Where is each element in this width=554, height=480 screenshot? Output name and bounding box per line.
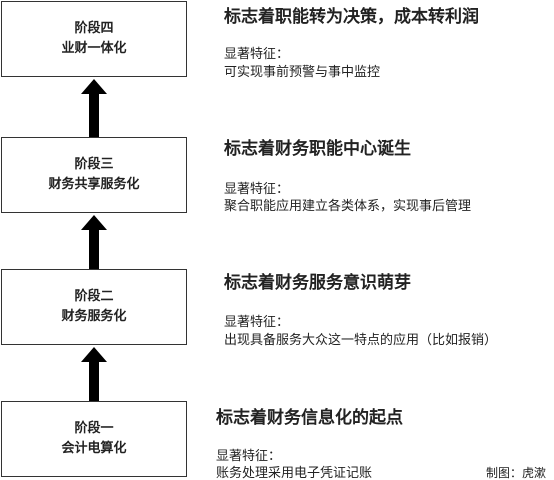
arrow-up-shape bbox=[81, 215, 107, 269]
stage-3-feature-label: 显著特征： bbox=[224, 182, 290, 197]
stage-box-4: 阶段四 业财一体化 bbox=[1, 1, 187, 77]
stage-1-title: 标志着财务信息化的起点 bbox=[216, 408, 403, 428]
arrow-up-icon bbox=[0, 79, 188, 137]
credit-text: 制图：虎漱 bbox=[486, 466, 547, 480]
stage-box-label: 阶段三 bbox=[74, 157, 114, 172]
stage-3-feature-text: 聚合职能应用建立各类体系，实现事后管理 bbox=[224, 199, 472, 214]
stage-box-label: 阶段一 bbox=[74, 421, 114, 436]
arrow-up-icon bbox=[0, 347, 188, 401]
stage-4-feature-text: 可实现事前预警与事中监控 bbox=[224, 65, 381, 80]
stage-1-feature-label: 显著特征： bbox=[216, 449, 282, 464]
stage-2-title: 标志着财务服务意识萌芽 bbox=[224, 273, 411, 293]
stage-box-label: 阶段四 bbox=[74, 21, 114, 36]
stage-2-feature-text: 出现具备服务大众这一特点的应用（比如报销） bbox=[224, 333, 498, 348]
arrow-up-shape bbox=[81, 79, 107, 137]
arrow-up-shape bbox=[81, 347, 107, 401]
stage-box-name: 财务共享服务化 bbox=[48, 177, 140, 192]
stage-1-feature-text: 账务处理采用电子凭证记账 bbox=[216, 466, 373, 480]
arrow-up-icon bbox=[81, 347, 107, 401]
stage-3-title: 标志着财务职能中心诞生 bbox=[224, 139, 411, 159]
arrow-up-icon bbox=[81, 79, 107, 137]
stage-4-feature-label: 显著特征： bbox=[224, 47, 290, 62]
stage-2-feature-label: 显著特征： bbox=[224, 315, 290, 330]
stage-box-2: 阶段二 财务服务化 bbox=[1, 269, 187, 345]
stage-4-title: 标志着职能转为决策，成本转利润 bbox=[224, 7, 479, 27]
stage-box-name: 业财一体化 bbox=[61, 41, 127, 56]
arrow-up-icon bbox=[0, 215, 188, 269]
stage-box-3: 阶段三 财务共享服务化 bbox=[1, 137, 187, 213]
stage-box-name: 财务服务化 bbox=[61, 309, 127, 324]
stage-box-1: 阶段一 会计电算化 bbox=[1, 401, 187, 477]
stage-box-name: 会计电算化 bbox=[61, 441, 127, 456]
stage-box-label: 阶段二 bbox=[74, 289, 114, 304]
arrow-up-icon bbox=[81, 215, 107, 269]
